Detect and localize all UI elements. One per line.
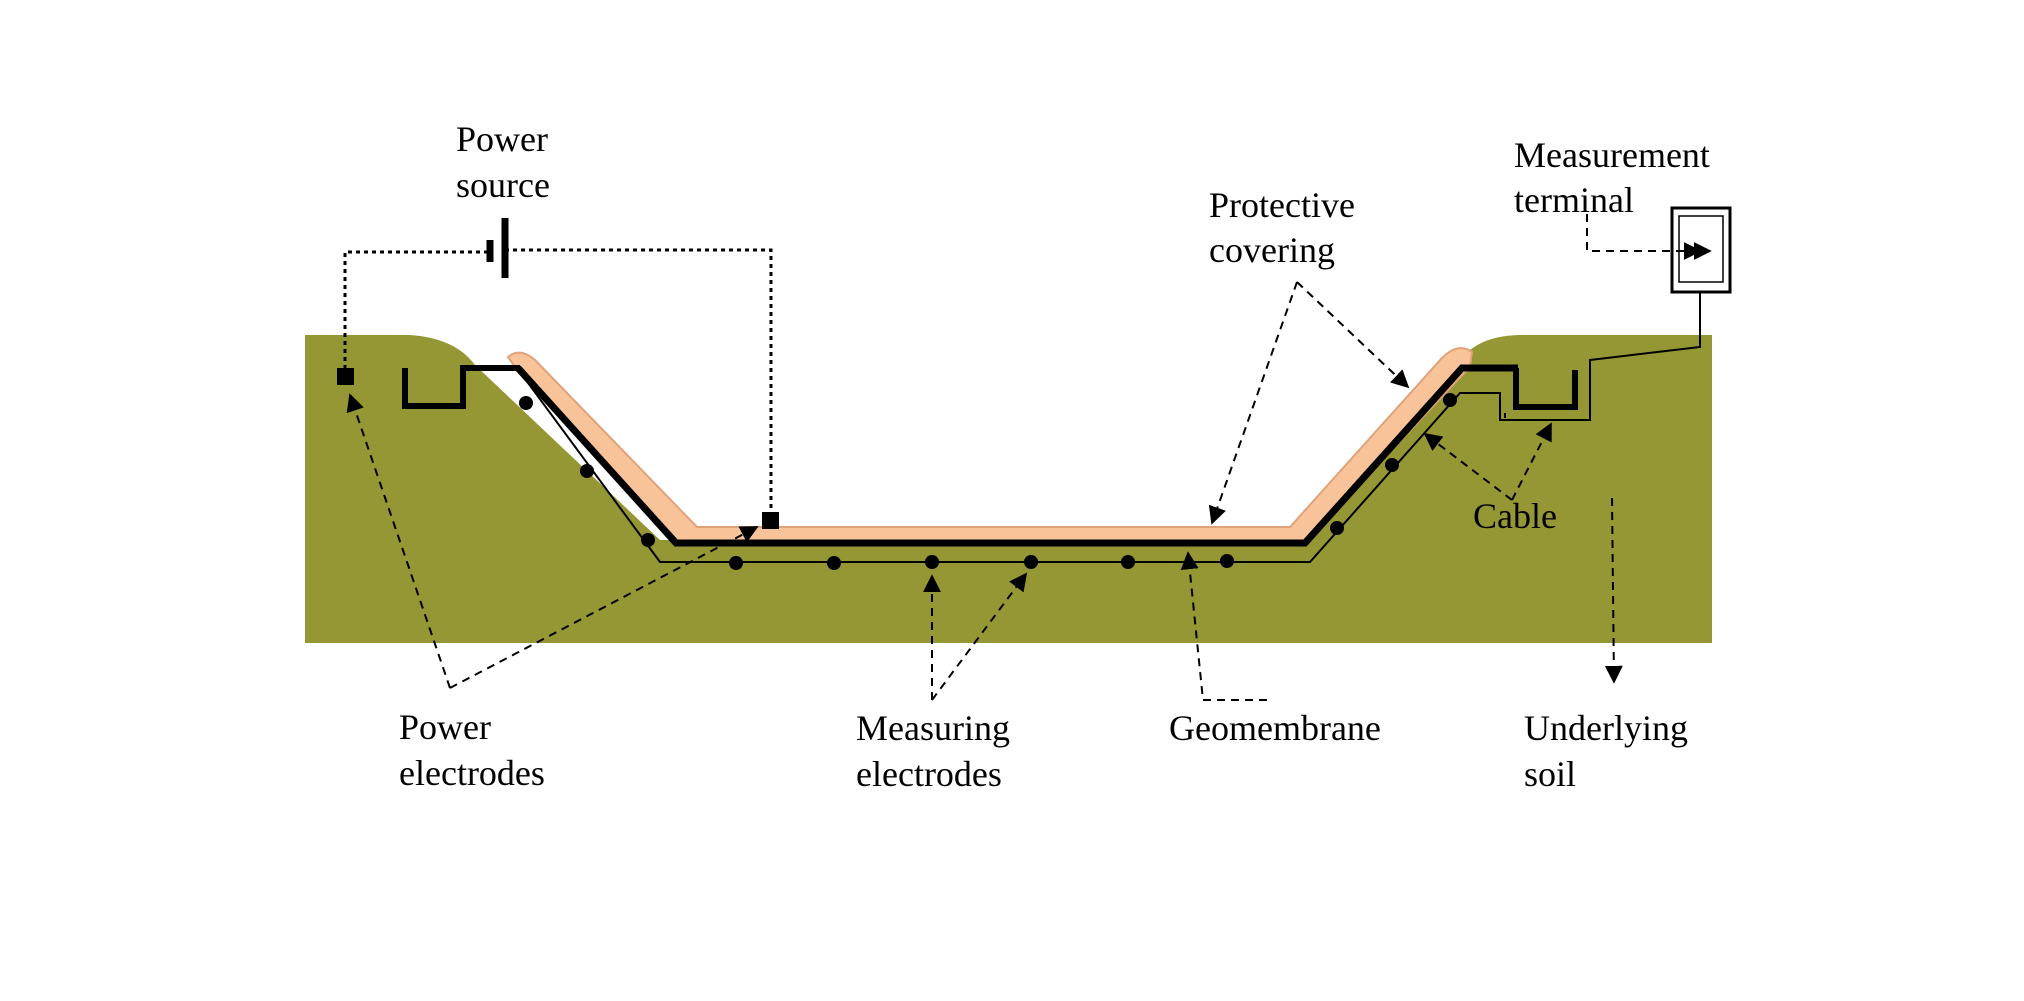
leader-geomembrane xyxy=(1180,551,1267,701)
measuring-electrode xyxy=(1220,554,1234,568)
measuring-electrodes-group xyxy=(519,393,1457,570)
measuring-electrode xyxy=(1121,555,1135,569)
measuring-electrode xyxy=(641,533,655,547)
measuring-electrode xyxy=(1385,458,1399,472)
leader-covering-bottom xyxy=(1208,281,1298,525)
cable-line xyxy=(516,292,1701,563)
label-protective-covering: Protective covering xyxy=(1209,185,1364,270)
leader-measuring-electrode-b xyxy=(931,572,1028,701)
leader-covering-slope xyxy=(1296,281,1410,389)
underlying-soil-body xyxy=(305,335,1712,643)
label-power-electrodes: Power electrodes xyxy=(399,707,545,793)
measuring-electrode xyxy=(519,396,533,410)
power-source-wire-right xyxy=(505,248,773,519)
label-measuring-electrodes: Measuring electrodes xyxy=(856,708,1019,794)
leader-measurement-terminal xyxy=(1586,214,1702,260)
label-power-source: Power source xyxy=(456,119,557,205)
leader-power-electrode-right xyxy=(449,526,759,689)
anchor-trench-right xyxy=(1513,368,1578,410)
measuring-electrode xyxy=(1024,555,1038,569)
measuring-electrode xyxy=(925,555,939,569)
label-cable: Cable xyxy=(1473,496,1557,536)
protective-covering-layer xyxy=(506,347,1474,546)
measuring-electrode xyxy=(1443,393,1457,407)
power-electrode-left xyxy=(337,368,354,385)
measuring-electrode xyxy=(827,556,841,570)
leader-power-electrode-left xyxy=(346,393,451,689)
measuring-electrode xyxy=(580,464,594,478)
power-source-wire-left xyxy=(343,250,487,377)
label-geomembrane: Geomembrane xyxy=(1169,708,1381,748)
leader-lines xyxy=(346,214,1702,701)
power-electrode-right xyxy=(762,512,779,529)
anchor-trench-left xyxy=(402,365,520,409)
label-measurement-terminal: Measurement terminal xyxy=(1514,135,1719,220)
measuring-electrode xyxy=(729,556,743,570)
measuring-electrode xyxy=(1330,521,1344,535)
leader-cable-left xyxy=(1423,432,1513,501)
label-underlying-soil: Underlying soil xyxy=(1524,708,1697,794)
measurement-terminal-screen xyxy=(1678,215,1724,283)
leader-underlying-soil xyxy=(1604,497,1623,684)
geomembrane-main xyxy=(515,364,1518,547)
leader-cable-right xyxy=(1511,422,1552,501)
